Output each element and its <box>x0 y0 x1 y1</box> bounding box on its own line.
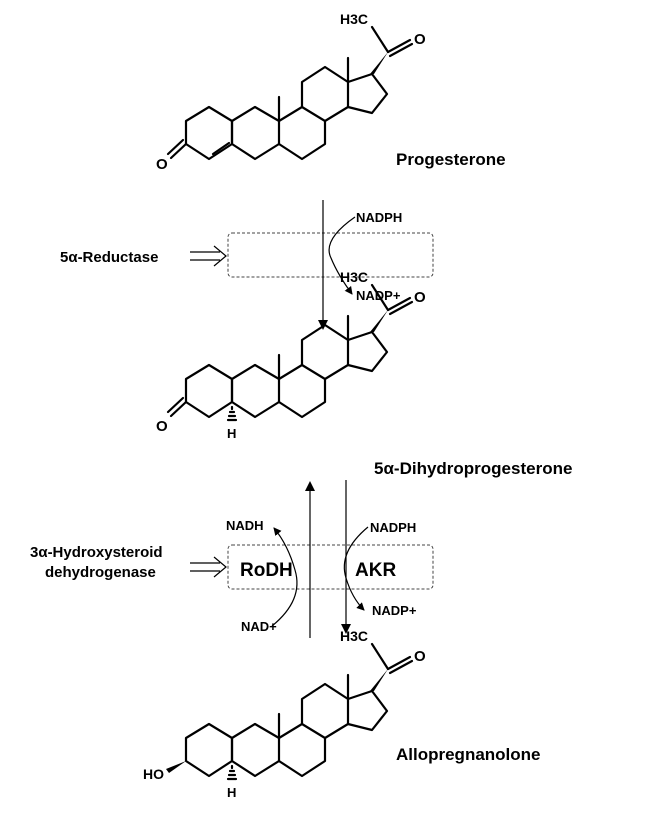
molecule-name-dihydroprogesterone: 5α-Dihydroprogesterone <box>374 459 572 478</box>
cofactor-nadh: NADH <box>226 518 264 533</box>
molecule-name-progesterone: Progesterone <box>396 150 506 169</box>
enzyme-arrow-icon <box>190 556 227 578</box>
methyl-label: H3C <box>340 628 368 644</box>
box-label-akr: AKR <box>355 560 396 581</box>
enzyme-box <box>227 232 434 278</box>
molecule-name-allopregnanolone: Allopregnanolone <box>396 745 541 764</box>
stereo-h-label: H <box>227 785 236 800</box>
methyl-label: H3C <box>340 11 368 27</box>
cofactor-nadp-right: NADP+ <box>372 603 417 618</box>
enzyme-box <box>227 544 434 590</box>
enzyme-label-5a-reductase: 5α-Reductase <box>60 249 158 266</box>
cofactor-curve-right <box>343 526 369 611</box>
cofactor-curve-left <box>271 527 298 627</box>
ketone-label: O <box>156 418 168 435</box>
cofactor-nadph: NADPH <box>356 210 402 225</box>
enzyme-label-3a-hsd-line2: dehydrogenase <box>45 564 156 581</box>
stereo-h-label: H <box>227 426 236 441</box>
dihydroprogesterone-structure: O H H3C O <box>156 269 426 441</box>
methyl-label: H3C <box>340 269 368 285</box>
box-label-rodh: RoDH <box>240 560 293 581</box>
cofactor-nadph-right: NADPH <box>370 520 416 535</box>
enzyme-label-3a-hsd-line1: 3α-Hydroxysteroid <box>30 544 163 561</box>
step2-reaction: 3α-Hydroxysteroid dehydrogenase RoDH AKR… <box>30 480 434 638</box>
carbonyl-label: O <box>414 289 426 306</box>
carbonyl-label: O <box>414 31 426 48</box>
progesterone-structure: O H3C O <box>156 11 426 173</box>
cofactor-curve <box>328 216 356 295</box>
step1-reaction: 5α-Reductase NADPH NADP+ <box>60 200 434 330</box>
carbonyl-label: O <box>414 648 426 665</box>
cofactor-nad: NAD+ <box>241 619 277 634</box>
allopregnanolone-structure: HO H H3C O <box>143 628 426 800</box>
ketone-label: O <box>156 156 168 173</box>
hydroxyl-label: HO <box>143 766 164 782</box>
enzyme-arrow-icon <box>190 245 227 267</box>
